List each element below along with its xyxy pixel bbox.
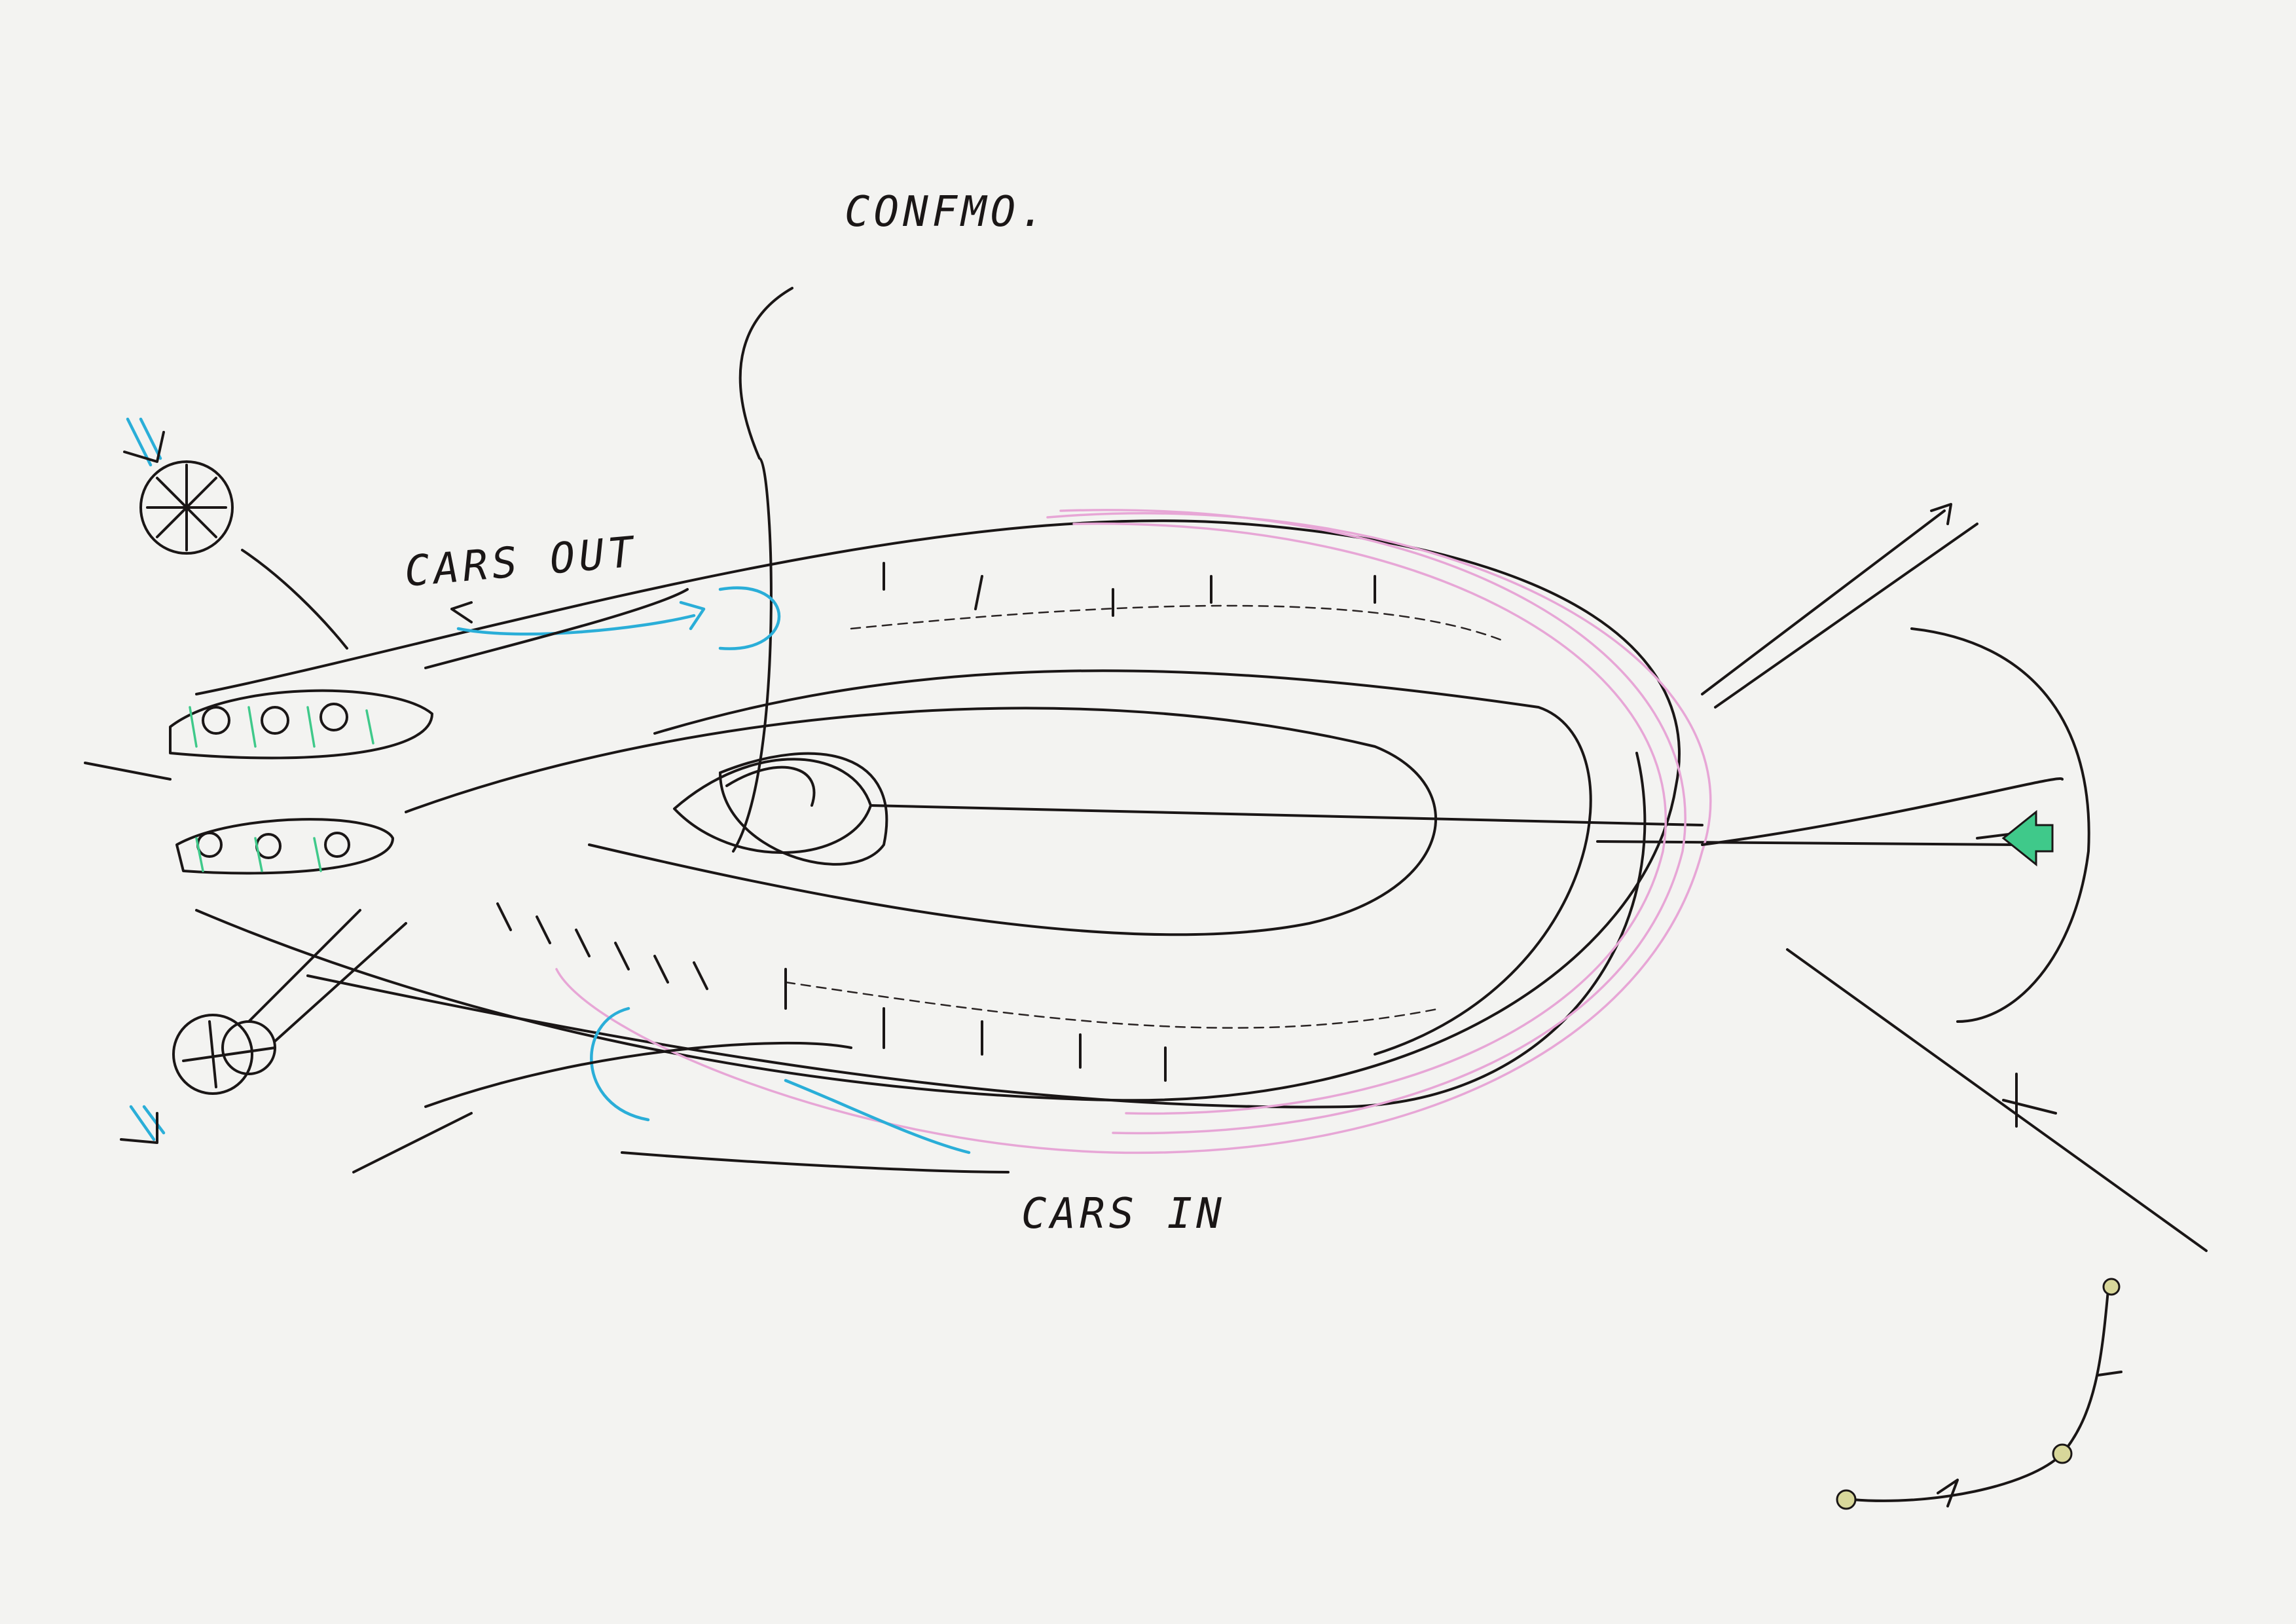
label-confmo: CONFMO. xyxy=(845,188,1049,236)
hatch-ticks xyxy=(496,562,1376,1082)
cars-in-flow xyxy=(352,1006,1010,1173)
track-outline xyxy=(195,287,2018,1109)
right-radials xyxy=(1701,503,2208,1252)
pink-track xyxy=(555,509,1712,1154)
wheel-top xyxy=(123,417,348,650)
cars-out-flow xyxy=(424,586,781,669)
wheel-bottom xyxy=(120,909,407,1144)
label-cars-in: CARS IN xyxy=(1021,1190,1226,1238)
left-nodes xyxy=(84,689,433,875)
dotted-path xyxy=(1836,1278,2123,1510)
label-cars-out: CARS OUT xyxy=(403,528,639,597)
